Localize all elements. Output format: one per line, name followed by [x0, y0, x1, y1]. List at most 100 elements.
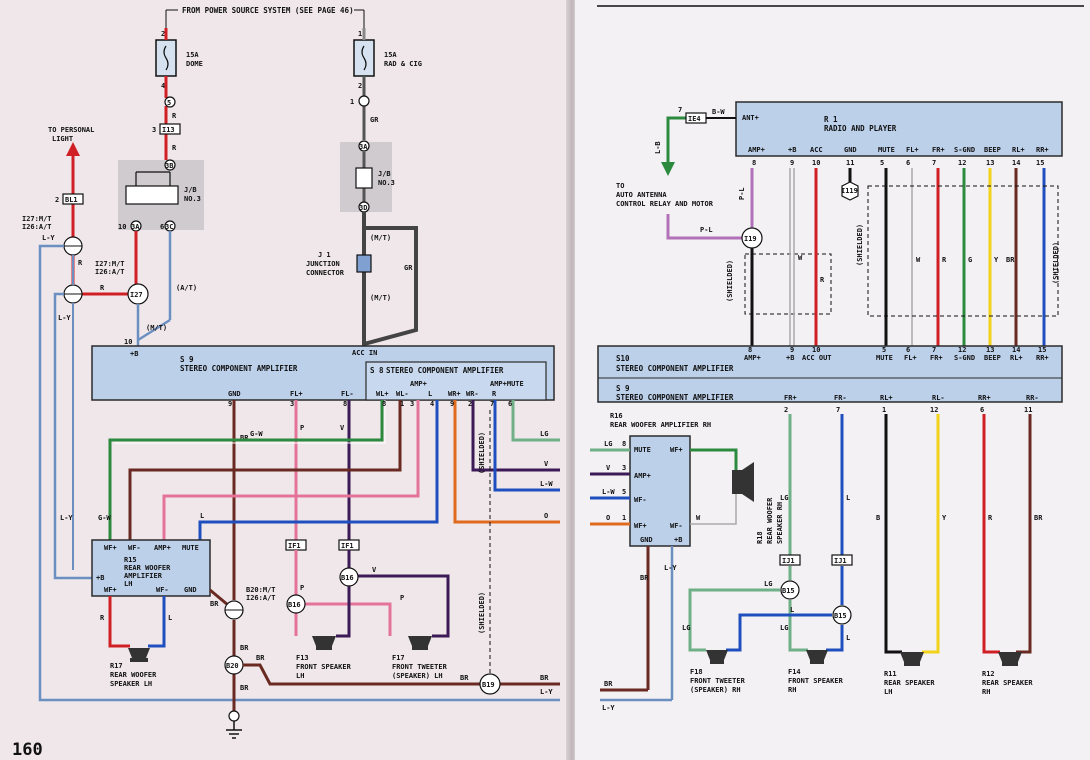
svg-text:AMP+: AMP+ — [744, 354, 761, 362]
svg-text:L-Y: L-Y — [60, 514, 73, 522]
svg-text:ACC IN: ACC IN — [352, 349, 377, 357]
svg-text:FR+: FR+ — [930, 354, 943, 362]
svg-text:R: R — [820, 276, 825, 284]
svg-text:6: 6 — [160, 223, 164, 231]
svg-text:BR: BR — [1006, 256, 1015, 264]
svg-text:11: 11 — [846, 159, 854, 167]
svg-text:GR: GR — [404, 264, 413, 272]
svg-text:FRONT SPEAKER: FRONT SPEAKER — [788, 677, 844, 685]
wires-rear-rh: B Y R BR — [876, 414, 1043, 654]
junction-block-right — [355, 167, 373, 189]
svg-text:RH: RH — [982, 688, 990, 696]
svg-text:BR: BR — [640, 574, 649, 582]
connector-ij1-b — [831, 554, 853, 566]
svg-text:L: L — [790, 606, 794, 614]
svg-text:RL+: RL+ — [1012, 146, 1025, 154]
svg-text:R 1: R 1 — [824, 115, 838, 124]
svg-text:P-L: P-L — [700, 226, 713, 234]
svg-text:B15: B15 — [834, 612, 847, 620]
wire-gr-bundle: (M/T) GR (M/T) — [362, 212, 418, 347]
svg-text:R18: R18 — [756, 531, 764, 544]
connector-i119 — [841, 181, 859, 201]
svg-text:13: 13 — [986, 346, 994, 354]
svg-text:WL+: WL+ — [376, 390, 389, 398]
svg-text:ACC: ACC — [810, 146, 823, 154]
svg-text:+B: +B — [130, 350, 138, 358]
svg-text:WL-: WL- — [396, 390, 409, 398]
connector-b19 — [479, 673, 501, 695]
svg-text:GND: GND — [184, 586, 197, 594]
svg-text:1: 1 — [882, 406, 886, 414]
svg-text:5: 5 — [882, 346, 886, 354]
wire-3c-to-s9: (A/T) (M/T) 10 — [124, 231, 197, 346]
svg-text:(M/T): (M/T) — [370, 294, 391, 302]
svg-text:+B: +B — [96, 574, 104, 582]
svg-text:SPEAKER LH: SPEAKER LH — [110, 680, 152, 688]
svg-text:V: V — [606, 464, 611, 472]
svg-text:I27:M/T: I27:M/T — [22, 215, 52, 223]
svg-text:AMP+: AMP+ — [748, 146, 765, 154]
svg-text:R: R — [78, 259, 83, 267]
svg-text:AMP+: AMP+ — [410, 380, 427, 388]
svg-text:3: 3 — [410, 400, 414, 408]
svg-text:WR-: WR- — [466, 390, 479, 398]
connector-3b — [164, 159, 176, 171]
svg-text:8: 8 — [382, 400, 386, 408]
svg-text:S 9: S 9 — [180, 355, 194, 364]
wires-front-lh: P P V — [294, 550, 450, 638]
connector-ij1-a — [779, 554, 801, 566]
svg-text:L-W: L-W — [602, 488, 615, 496]
svg-text:7: 7 — [678, 106, 682, 114]
connector-i-rad — [358, 95, 370, 107]
svg-text:G-W: G-W — [98, 514, 111, 522]
svg-text:3C: 3C — [165, 223, 173, 231]
svg-text:F14: F14 — [788, 668, 801, 676]
svg-text:LH: LH — [124, 580, 132, 588]
svg-text:5: 5 — [622, 488, 626, 496]
ground-symbol — [226, 721, 242, 739]
svg-text:AUTO ANTENNA: AUTO ANTENNA — [616, 191, 667, 199]
svg-text:MUTE: MUTE — [634, 446, 651, 454]
svg-text:RADIO AND PLAYER: RADIO AND PLAYER — [824, 124, 897, 133]
svg-text:LG: LG — [604, 440, 612, 448]
svg-text:4: 4 — [161, 82, 165, 90]
speaker-r12: R12 REAR SPEAKER RH — [982, 652, 1033, 696]
svg-text:P-L: P-L — [738, 187, 746, 200]
woofer-amp-rh: R16 REAR WOOFER AMPLIFIER RH MUTE WF+ AM… — [610, 412, 711, 547]
connector-ie4 — [685, 112, 707, 124]
connector-b15-a — [780, 580, 800, 600]
svg-text:STEREO COMPONENT AMPLIFIER: STEREO COMPONENT AMPLIFIER — [180, 364, 298, 373]
ground-point — [228, 710, 240, 722]
svg-text:O: O — [606, 514, 610, 522]
svg-text:DOME: DOME — [186, 60, 203, 68]
svg-text:3D: 3D — [359, 204, 367, 212]
svg-text:11: 11 — [1024, 406, 1032, 414]
svg-text:7: 7 — [932, 159, 936, 167]
svg-text:R15: R15 — [124, 556, 137, 564]
svg-text:F18: F18 — [690, 668, 703, 676]
svg-text:CONTROL RELAY AND MOTOR: CONTROL RELAY AND MOTOR — [616, 200, 714, 208]
power-source-text: FROM POWER SOURCE SYSTEM (SEE PAGE 46) — [182, 6, 354, 15]
svg-text:10: 10 — [124, 338, 132, 346]
svg-text:AMP+: AMP+ — [634, 472, 651, 480]
svg-text:SPEAKER RH: SPEAKER RH — [776, 502, 784, 544]
svg-text:3A: 3A — [131, 223, 140, 231]
svg-text:MUTE: MUTE — [878, 146, 895, 154]
svg-text:FR+: FR+ — [784, 394, 797, 402]
svg-text:STEREO COMPONENT AMPLIFIER: STEREO COMPONENT AMPLIFIER — [616, 364, 734, 373]
svg-text:6: 6 — [906, 159, 910, 167]
svg-text:2: 2 — [55, 196, 59, 204]
svg-text:13: 13 — [986, 159, 994, 167]
svg-text:IJ1: IJ1 — [834, 557, 847, 565]
svg-text:R: R — [100, 284, 105, 292]
svg-text:GND: GND — [228, 390, 241, 398]
svg-text:R12: R12 — [982, 670, 995, 678]
svg-text:+B: +B — [674, 536, 682, 544]
svg-text:8: 8 — [752, 159, 756, 167]
svg-text:8: 8 — [748, 346, 752, 354]
svg-text:F17: F17 — [392, 654, 405, 662]
svg-text:15A: 15A — [384, 51, 397, 59]
svg-text:L-Y: L-Y — [540, 688, 553, 696]
svg-text:WF+: WF+ — [634, 522, 647, 530]
